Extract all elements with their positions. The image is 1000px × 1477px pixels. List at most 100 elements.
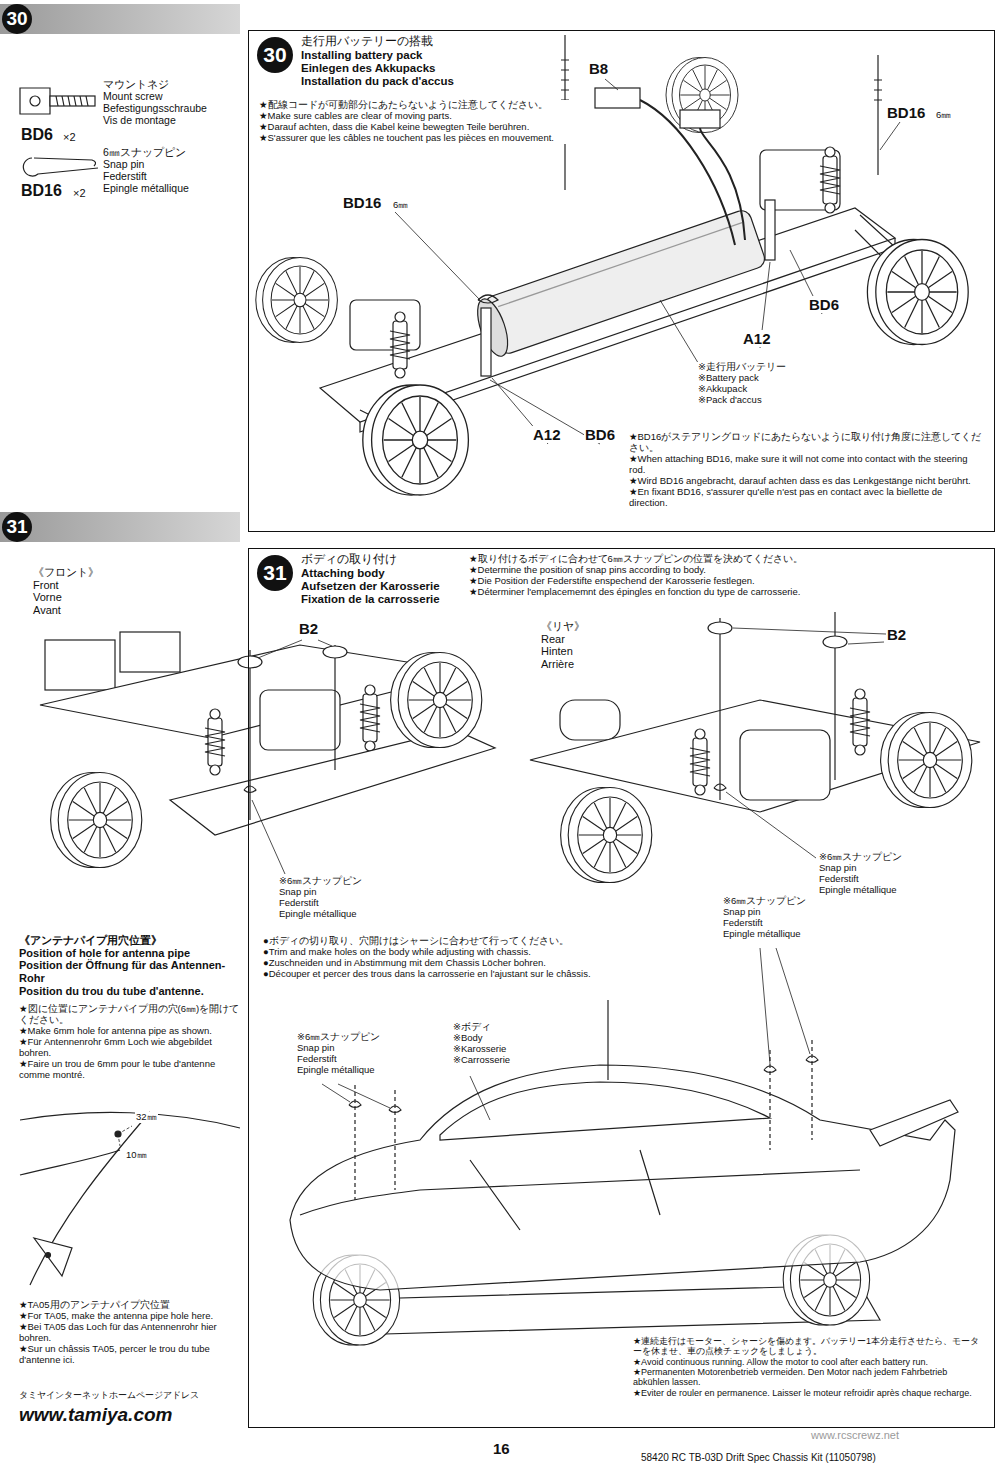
line-art xyxy=(51,773,142,868)
label-text: ●ボディの切り取り、穴開けはシャーシに合わせて行ってください。 xyxy=(263,936,621,947)
part-code: BD16 xyxy=(20,182,63,200)
label-text: Vorne xyxy=(33,591,99,604)
label-group: ※6㎜スナップピンSnap pinFederstiftEpingle métal… xyxy=(722,896,807,940)
label-text: ★Avoid continuous running. Allow the mot… xyxy=(633,1357,981,1367)
line-art xyxy=(850,689,870,755)
line-art xyxy=(607,1000,608,1080)
website: www.tamiya.com xyxy=(18,1404,173,1426)
label-text: Position of hole for antenna pipe xyxy=(19,947,242,960)
label-text: Hinten xyxy=(541,645,585,658)
line-art xyxy=(483,208,767,356)
label-text: ★Déterminer l'emplacememnt des épingles … xyxy=(469,587,987,598)
line-art xyxy=(666,58,738,133)
callout-label: BD6 xyxy=(808,296,840,313)
line-art xyxy=(23,158,98,176)
step-panel: ボディの取り付けAttaching bodyAufsetzen der Karo… xyxy=(248,548,995,1428)
label-text: Federstift xyxy=(819,874,902,885)
label-text: ※Body xyxy=(453,1033,510,1044)
line-art xyxy=(355,1040,812,1200)
label-text: Mount screw xyxy=(103,90,207,102)
line-art xyxy=(560,700,620,740)
line-art xyxy=(881,713,972,808)
line-art xyxy=(46,1253,51,1258)
step-title: ボディの取り付け xyxy=(301,553,440,567)
caution-note: ★取り付けるボディに合わせて6㎜スナップピンの位置を決めてください。★Deter… xyxy=(468,554,988,598)
label-text: Position du trou du tube d'antenne. xyxy=(19,985,242,998)
label-text: Snap pin xyxy=(103,158,189,170)
line-art xyxy=(823,636,847,648)
caution-note: ★TA05用のアンテナパイプ穴位置★For TA05, make the ant… xyxy=(18,1300,243,1366)
label-text: Front xyxy=(33,579,99,592)
step-number: 30 xyxy=(263,43,286,67)
line-art xyxy=(874,80,882,100)
label-text: Snap pin xyxy=(819,863,902,874)
line-art xyxy=(472,295,514,360)
step-title: Aufsetzen der Karosserie xyxy=(301,580,440,593)
label-text: BD16 xyxy=(21,182,62,200)
label-text: Rear xyxy=(541,633,585,646)
label-group: 6㎜ xyxy=(392,200,409,211)
step-title: Einlegen des Akkupacks xyxy=(301,62,454,75)
label-text: Federstift xyxy=(103,170,189,182)
line-art xyxy=(498,223,742,307)
line-art xyxy=(391,653,482,748)
label-text: ★Permanenten Motorenbetrieb vermeiden. D… xyxy=(633,1367,981,1388)
label-text: ×2 xyxy=(63,131,76,144)
page-number: 16 xyxy=(492,1440,511,1457)
dimension: 32㎜ xyxy=(135,1112,158,1123)
label-text: ★Sur un châssis TA05, percer le trou du … xyxy=(19,1344,242,1366)
line-art xyxy=(690,729,710,795)
caution-note: ★BD16がステアリングロッドにあたらないように取り付け角度に注意してください。… xyxy=(628,432,983,508)
label-group: マウントネジMount screwBefestigungsschraubeVis… xyxy=(102,78,208,126)
label-text: ★TA05用のアンテナパイプ穴位置 xyxy=(19,1300,242,1311)
line-art xyxy=(20,88,98,176)
callout-label: B2 xyxy=(886,626,907,643)
line-art xyxy=(323,646,347,658)
step-title: Attaching body xyxy=(301,567,440,580)
label-text: ※6㎜スナップピン xyxy=(279,876,362,887)
label-text: 58420 RC TB-03D Drift Spec Chassis Kit (… xyxy=(641,1452,876,1464)
label-text: タミヤインターネットホームページアドレス xyxy=(19,1390,199,1400)
label-text: BD16 xyxy=(343,194,381,211)
label-text: Position der Öffnung für das Antennen-Ro… xyxy=(19,959,242,984)
label-text: ※6㎜スナップピン xyxy=(819,852,902,863)
label-text: ●Trim and make holes on the body while a… xyxy=(263,947,621,958)
label-text: BD6 xyxy=(21,126,53,144)
line-art xyxy=(740,730,830,800)
label-group: ×2 xyxy=(62,131,77,144)
label-text: Snap pin xyxy=(297,1043,380,1054)
line-art xyxy=(680,110,720,128)
line-art xyxy=(290,948,958,1345)
label-text: Federstift xyxy=(297,1054,380,1065)
line-art xyxy=(440,1082,770,1140)
line-art xyxy=(40,632,495,874)
label-group: ※走行用バッテリー※Battery pack※Akkupack※Pack d'a… xyxy=(697,362,787,406)
label-text: 《フロント》 xyxy=(33,566,99,579)
label-text: BD6 xyxy=(585,426,615,443)
line-art xyxy=(252,640,332,874)
line-art xyxy=(120,632,180,672)
label-text: 32㎜ xyxy=(136,1112,157,1123)
step-title: Installation du pack d'accus xyxy=(301,75,454,88)
label-text: ※Battery pack xyxy=(698,373,786,384)
step-number-circle: 31 xyxy=(257,555,293,591)
label-text: Epingle métallique xyxy=(723,929,806,940)
footer: 58420 RC TB-03D Drift Spec Chassis Kit (… xyxy=(640,1452,877,1464)
label-text: www.tamiya.com xyxy=(19,1404,172,1426)
label-group: ※ボディ※Body※Karosserie※Carrosserie xyxy=(452,1022,511,1066)
line-art xyxy=(561,788,652,883)
line-art xyxy=(34,1238,72,1276)
label-text: Epingle métallique xyxy=(279,909,362,920)
label-text: ★Eviter de rouler en permanence. Laisser… xyxy=(633,1388,981,1398)
label-group: ※6㎜スナップピンSnap pinFederstiftEpingle métal… xyxy=(296,1032,381,1076)
label-text: Epingle métallique xyxy=(819,885,902,896)
step-title: Installing battery pack xyxy=(301,49,454,62)
label-text: ★S'assurer que les câbles ne touchent pa… xyxy=(259,133,587,144)
step-number: 31 xyxy=(263,561,286,585)
label-text: Avant xyxy=(33,604,99,617)
line-art xyxy=(256,258,338,343)
line-art xyxy=(118,1126,132,1146)
watermark: www.rcscrewz.net xyxy=(810,1429,900,1442)
label-text: ★Make 6mm hole for antenna pipe as shown… xyxy=(19,1026,242,1037)
